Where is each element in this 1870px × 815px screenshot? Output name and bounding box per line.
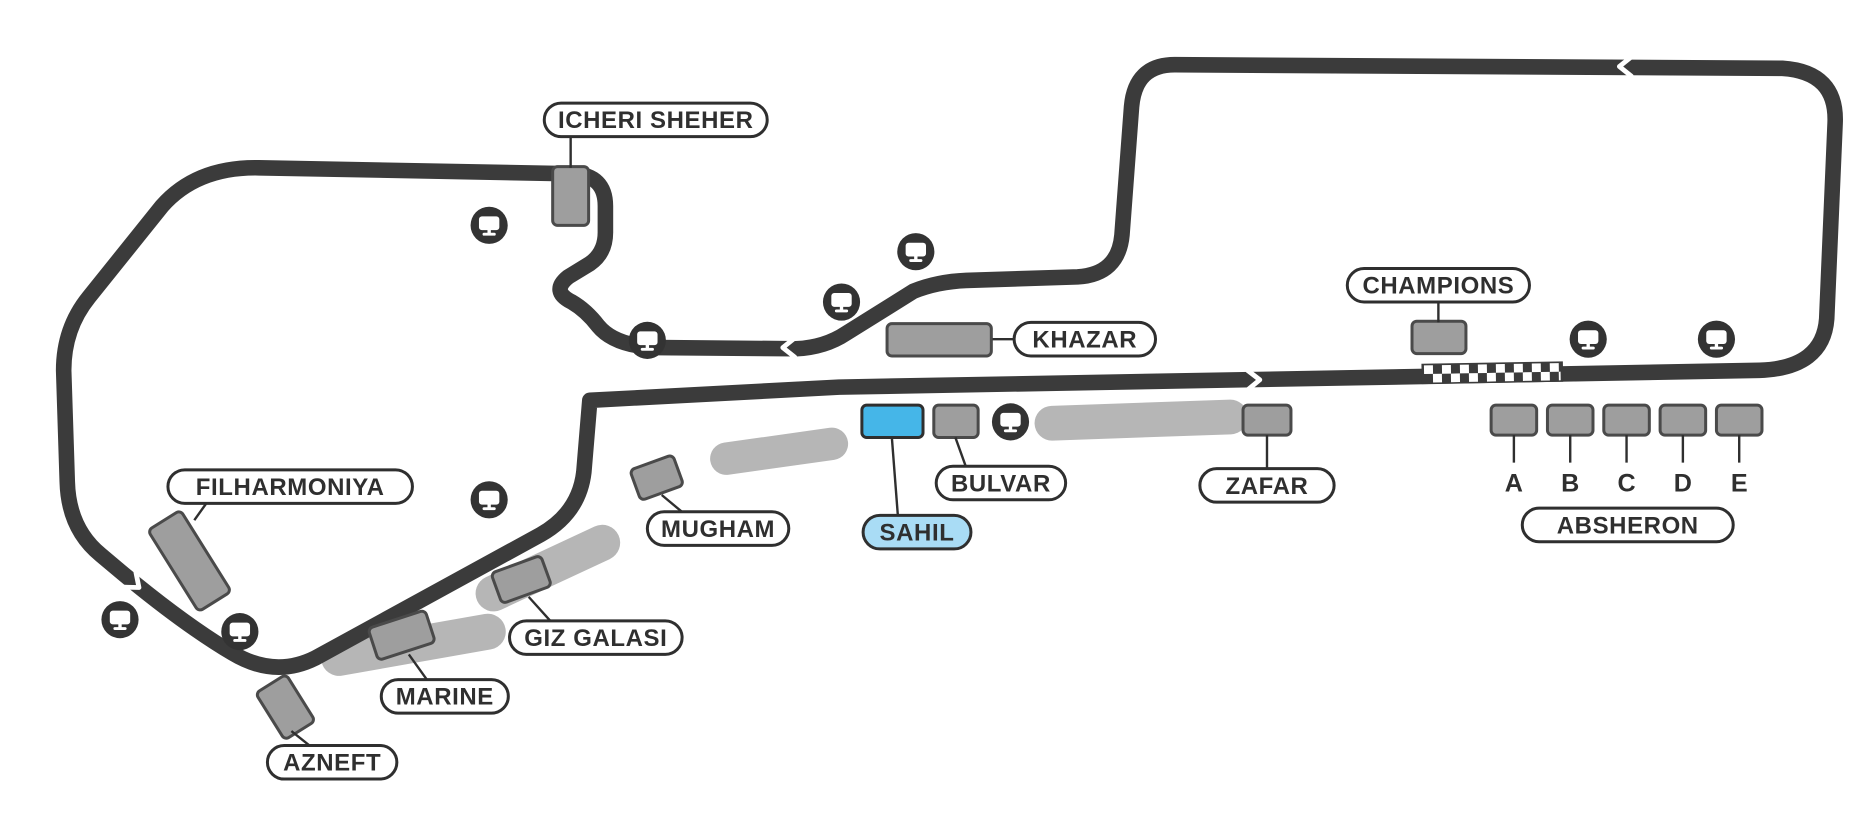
grandstand-zafar[interactable] xyxy=(1241,403,1293,437)
label-zafar[interactable]: ZAFAR xyxy=(1198,467,1336,504)
absheron-section-d-label: D xyxy=(1674,469,1692,497)
label-pill xyxy=(645,510,791,547)
label-absheron[interactable]: ABSHERON xyxy=(1520,506,1735,544)
direction-arrows xyxy=(121,54,1634,590)
grandstand-khazar[interactable] xyxy=(885,322,993,358)
label-pill xyxy=(166,468,414,505)
tv-icon xyxy=(221,613,259,651)
label-text: GIZ GALASI xyxy=(524,625,667,652)
grandstand-filharmoniya[interactable] xyxy=(148,510,231,612)
grandstand-champions[interactable] xyxy=(1410,319,1468,356)
label-text: SAHIL xyxy=(880,520,955,547)
grandstands xyxy=(148,165,1764,740)
chevron-arrow-icon xyxy=(121,570,142,590)
label-pill xyxy=(542,101,769,139)
checkered-line xyxy=(1421,361,1564,385)
label-bulvar[interactable]: BULVAR xyxy=(934,464,1068,502)
label-mugham[interactable]: MUGHAM xyxy=(645,510,791,547)
absheron-section-e-label: E xyxy=(1731,469,1748,497)
label-marine[interactable]: MARINE xyxy=(379,678,510,715)
label-sahil[interactable]: SAHIL xyxy=(861,513,973,551)
label-khazar[interactable]: KHAZAR xyxy=(1012,320,1158,358)
park-area xyxy=(710,427,849,475)
absheron-section-letters: A B C D E xyxy=(1505,469,1748,497)
grandstand-sahil[interactable] xyxy=(860,403,925,439)
chevron-arrow-icon xyxy=(780,335,798,360)
leader-lines xyxy=(193,136,1741,747)
grandstand-azneft[interactable] xyxy=(255,674,316,740)
label-text: AZNEFT xyxy=(283,750,381,777)
label-text: MUGHAM xyxy=(661,516,775,543)
label-champions[interactable]: CHAMPIONS xyxy=(1345,266,1531,304)
label-pill xyxy=(508,619,684,656)
label-icheri-sheher[interactable]: ICHERI SHEHER xyxy=(542,101,769,139)
label-pill xyxy=(379,678,510,715)
absheron-section-a-label: A xyxy=(1505,469,1523,497)
chevron-arrow-icon xyxy=(1245,368,1263,393)
label-text: BULVAR xyxy=(951,470,1051,497)
tv-icon xyxy=(822,283,861,321)
label-pill xyxy=(1198,467,1336,504)
track-outline xyxy=(55,56,1843,675)
tv-icon xyxy=(1569,320,1607,358)
label-filharmoniya[interactable]: FILHARMONIYA xyxy=(166,468,414,505)
grandstand-absheron-b[interactable] xyxy=(1545,403,1595,437)
label-pill xyxy=(1345,266,1531,304)
tv-icon xyxy=(628,321,666,359)
label-text: ICHERI SHEHER xyxy=(558,107,754,134)
grandstand-absheron-d[interactable] xyxy=(1658,403,1708,437)
label-text: KHAZAR xyxy=(1032,327,1137,354)
tv-icon xyxy=(1697,320,1736,358)
tv-icon xyxy=(991,403,1030,441)
absheron-section-c-label: C xyxy=(1617,469,1635,497)
tv-icon xyxy=(470,206,508,244)
label-text: ABSHERON xyxy=(1557,512,1699,539)
label-azneft[interactable]: AZNEFT xyxy=(265,743,399,781)
label-pill xyxy=(265,743,399,781)
grandstand-bulvar[interactable] xyxy=(932,403,980,439)
label-text: ZAFAR xyxy=(1226,473,1309,500)
grandstand-marine[interactable] xyxy=(367,609,436,661)
grandstand-mugham[interactable] xyxy=(629,454,684,501)
label-pill-highlighted xyxy=(861,513,973,551)
label-text: CHAMPIONS xyxy=(1362,273,1514,300)
grandstand-absheron-e[interactable] xyxy=(1714,403,1764,437)
label-text: MARINE xyxy=(396,684,494,711)
label-pill xyxy=(934,464,1068,502)
label-pill xyxy=(1012,320,1158,358)
tv-icon xyxy=(897,233,935,271)
tv-icon xyxy=(101,601,139,639)
absheron-section-b-label: B xyxy=(1561,469,1579,497)
park-area xyxy=(1034,399,1248,441)
label-pill xyxy=(1520,506,1735,544)
grandstand-giz-galasi[interactable] xyxy=(490,555,552,604)
grandstand-icheri-sheher[interactable] xyxy=(551,165,591,227)
grandstand-absheron-a[interactable] xyxy=(1489,403,1539,437)
grandstand-absheron-c[interactable] xyxy=(1602,403,1651,437)
tv-icon xyxy=(470,481,508,519)
label-text: FILHARMONIYA xyxy=(196,474,385,501)
label-giz-galasi[interactable]: GIZ GALASI xyxy=(508,619,684,656)
chevron-arrow-icon xyxy=(1616,54,1634,79)
